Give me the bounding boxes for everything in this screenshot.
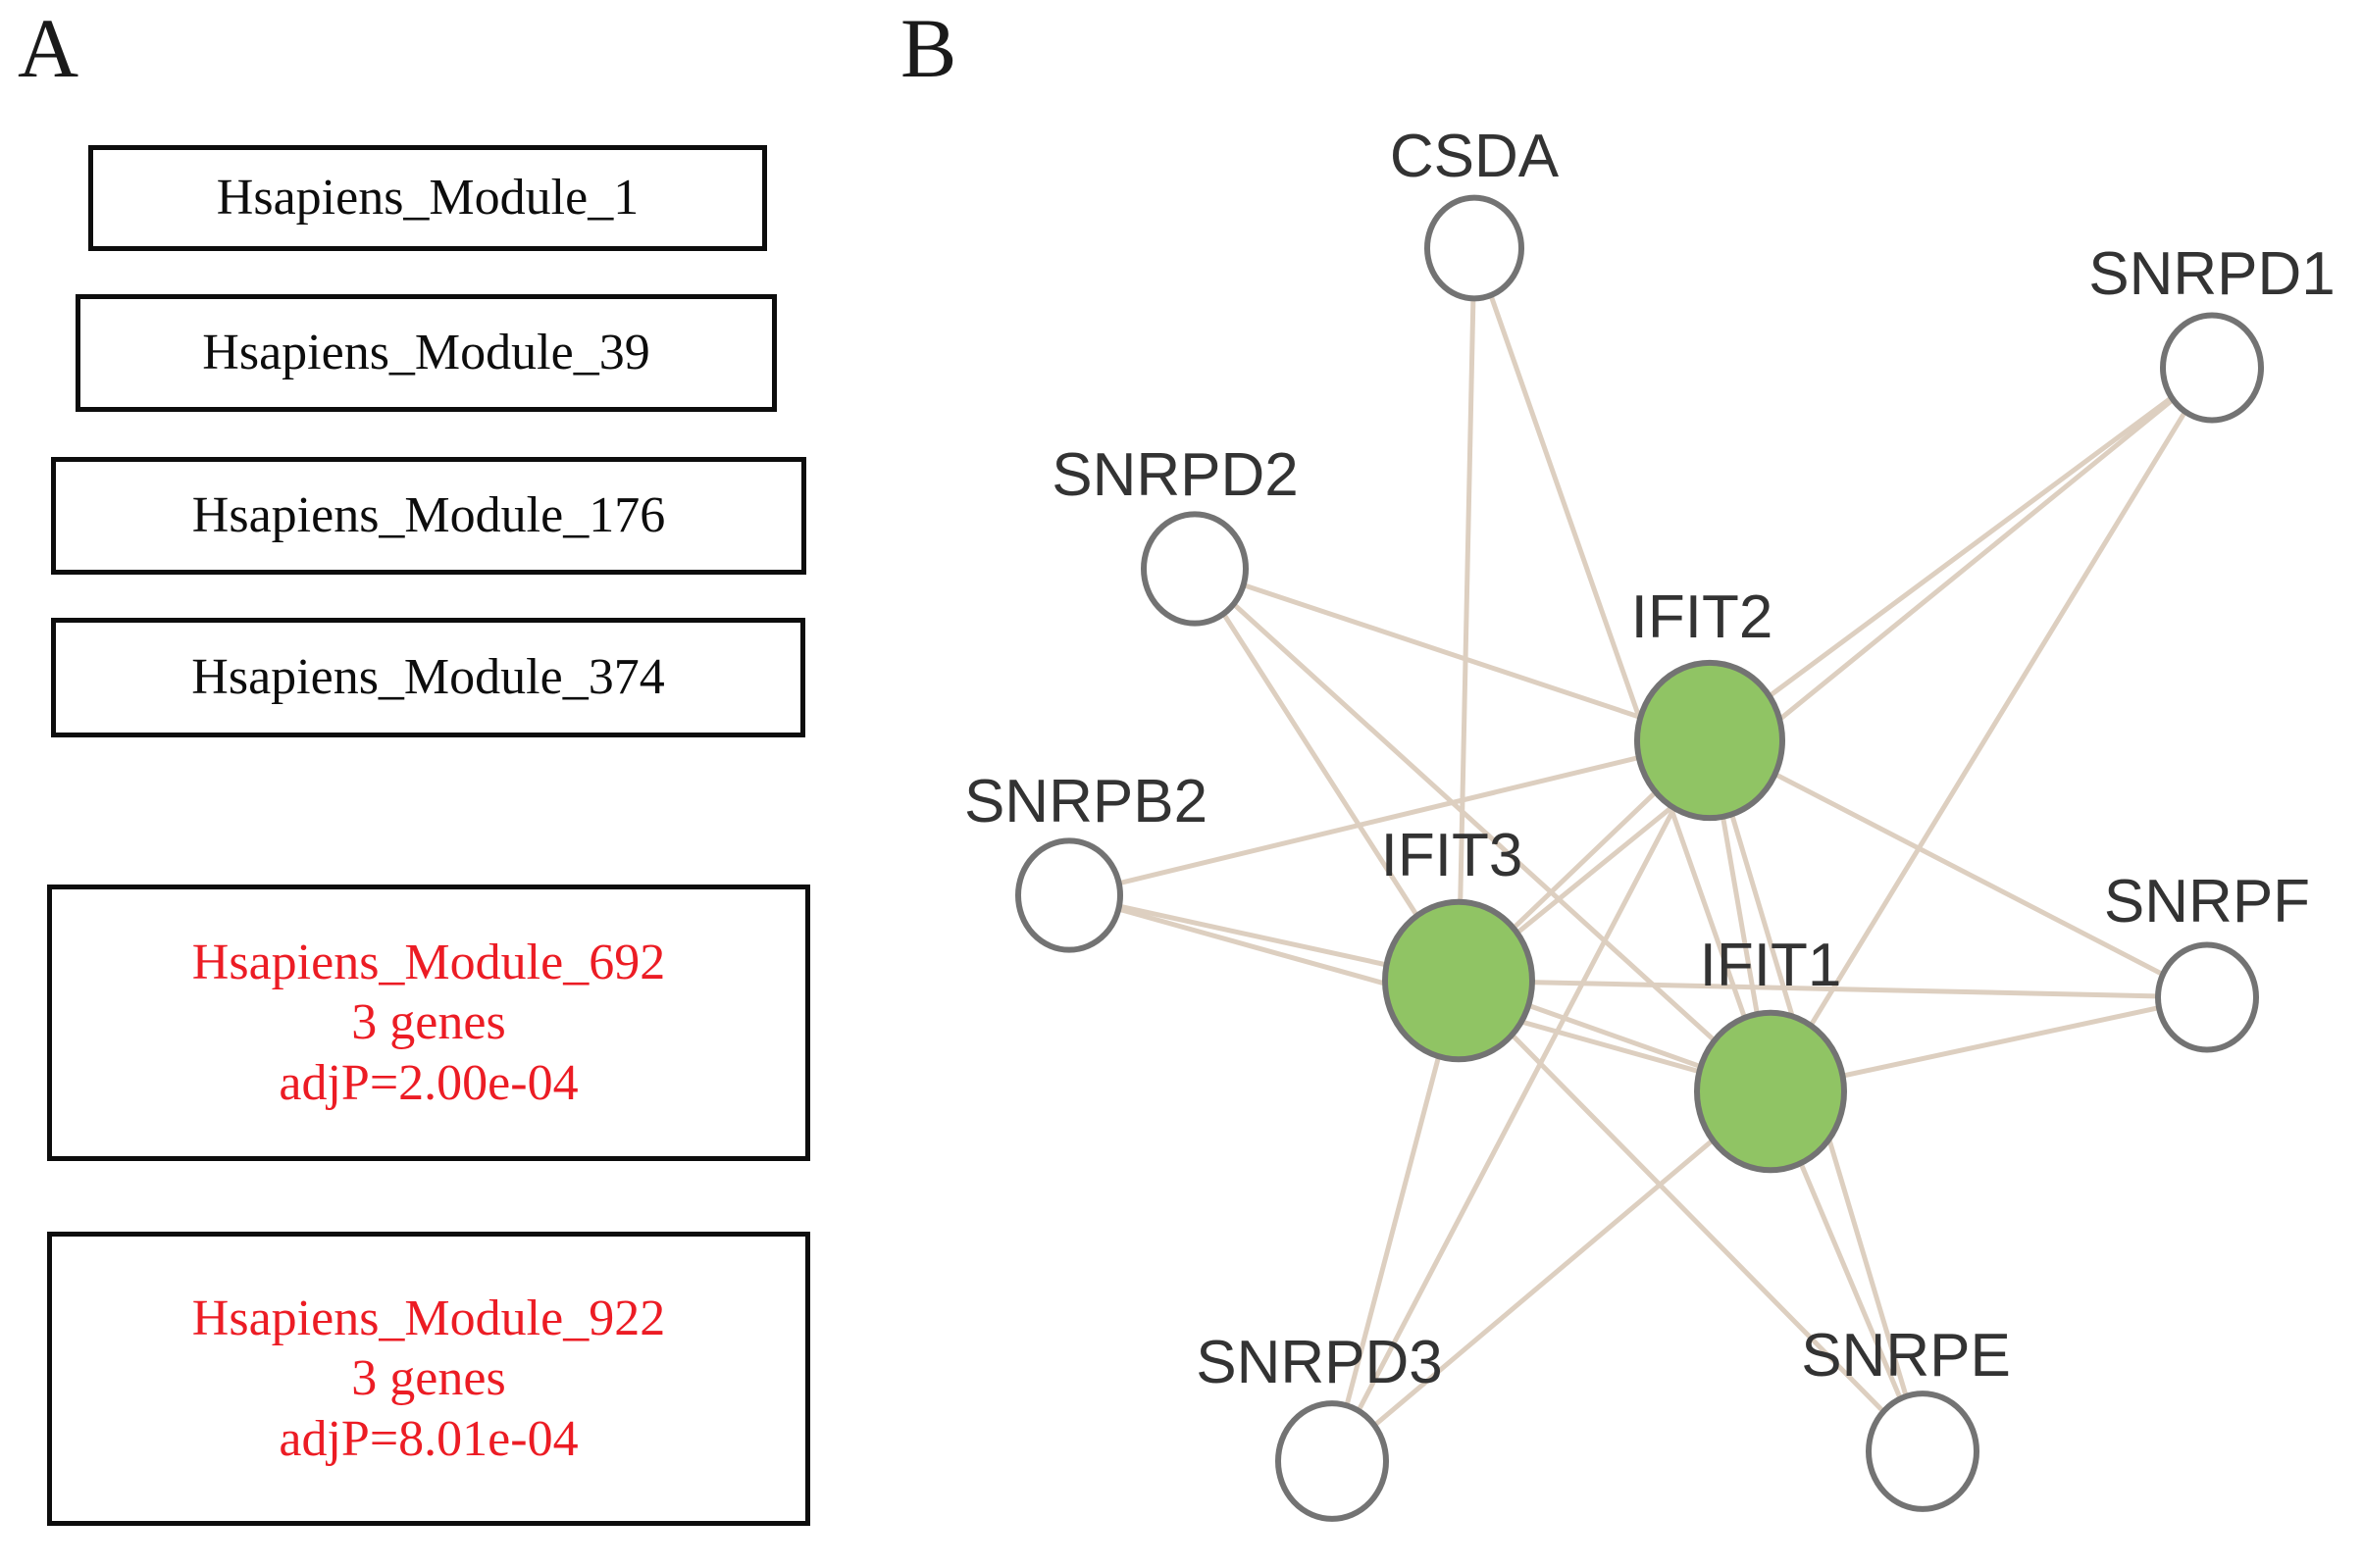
network-node-snrpe[interactable] bbox=[1866, 1391, 1979, 1512]
network-edge-snrpd1-ifit2 bbox=[1708, 365, 2214, 743]
module-box-hsapiens-module-692[interactable]: Hsapiens_Module_692 3 genes adjP=2.00e-0… bbox=[47, 885, 810, 1161]
module-adjusted-pvalue: adjP=8.01e-04 bbox=[279, 1410, 579, 1467]
network-node-ifit1[interactable] bbox=[1694, 1009, 1847, 1174]
module-box-hsapiens-module-374[interactable]: Hsapiens_Module_374 bbox=[51, 618, 805, 737]
network-edge-snrpd2-ifit2 bbox=[1194, 566, 1711, 743]
module-box-hsapiens-module-39[interactable]: Hsapiens_Module_39 bbox=[76, 294, 777, 412]
module-gene-count: 3 genes bbox=[351, 994, 506, 1051]
network-node-label-csda: CSDA bbox=[1390, 123, 1560, 190]
network-node-label-snrpf: SNRPF bbox=[2104, 868, 2310, 936]
module-name: Hsapiens_Module_692 bbox=[191, 934, 666, 990]
module-name: Hsapiens_Module_374 bbox=[191, 649, 665, 706]
panel-a-label: A bbox=[18, 1, 79, 95]
network-node-label-snrpb2: SNRPB2 bbox=[964, 768, 1207, 835]
module-name: Hsapiens_Module_1 bbox=[216, 170, 640, 227]
network-edge-snrpd2-ifit1 bbox=[1193, 567, 1772, 1093]
panel-b-label: B bbox=[900, 1, 957, 95]
network-edge-snrpe-ifit3 bbox=[1457, 979, 1925, 1453]
network-node-layer bbox=[1015, 194, 2264, 1522]
network-node-label-snrpd1: SNRPD1 bbox=[2088, 240, 2336, 308]
module-adjusted-pvalue: adjP=2.00e-04 bbox=[279, 1054, 579, 1111]
network-edge-snrpd3-ifit2 bbox=[1329, 738, 1713, 1463]
module-name: Hsapiens_Module_922 bbox=[191, 1290, 666, 1346]
network-edge-snrpd1-ifit3 bbox=[1457, 366, 2214, 983]
network-node-label-snrpe: SNRPE bbox=[1801, 1322, 2011, 1390]
network-node-ifit2[interactable] bbox=[1634, 659, 1785, 822]
module-name: Hsapiens_Module_176 bbox=[191, 487, 666, 544]
module-box-hsapiens-module-922[interactable]: Hsapiens_Module_922 3 genes adjP=8.01e-0… bbox=[47, 1232, 810, 1526]
panel-a: A Hsapiens_Module_1 Hsapiens_Module_39 H… bbox=[0, 0, 863, 1568]
network-node-ifit3[interactable] bbox=[1382, 898, 1535, 1063]
network-edge-csda-ifit1 bbox=[1471, 247, 1773, 1092]
network-edge-snrpd2-ifit3 bbox=[1192, 567, 1462, 983]
network-node-snrpd1[interactable] bbox=[2160, 312, 2264, 424]
network-edge-snrpd3-ifit1 bbox=[1330, 1089, 1772, 1463]
network-node-snrpb2[interactable] bbox=[1015, 837, 1123, 953]
network-node-label-ifit1: IFIT1 bbox=[1700, 932, 1842, 999]
network-node-snrpf[interactable] bbox=[2155, 941, 2259, 1053]
network-node-snrpd3[interactable] bbox=[1275, 1400, 1389, 1522]
network-node-label-snrpd3: SNRPD3 bbox=[1196, 1329, 1443, 1396]
network-node-label-ifit3: IFIT3 bbox=[1381, 822, 1523, 889]
module-gene-count: 3 genes bbox=[351, 1350, 506, 1407]
network-edge-csda-ifit3 bbox=[1456, 247, 1477, 982]
network-edge-snrpd1-ifit1 bbox=[1768, 366, 2215, 1093]
network-edge-snrpd3-ifit3 bbox=[1329, 980, 1462, 1462]
network-edge-snrpf-ifit2 bbox=[1708, 737, 2209, 1000]
network-edge-snrpb2-ifit2 bbox=[1068, 737, 1711, 898]
network-edge-layer bbox=[1068, 247, 2215, 1463]
network-node-csda[interactable] bbox=[1424, 194, 1524, 302]
network-node-label-ifit2: IFIT2 bbox=[1631, 583, 1773, 651]
module-box-hsapiens-module-176[interactable]: Hsapiens_Module_176 bbox=[51, 457, 806, 575]
network-node-snrpd2[interactable] bbox=[1141, 511, 1249, 627]
network-node-label-snrpd2: SNRPD2 bbox=[1052, 441, 1299, 509]
module-name: Hsapiens_Module_39 bbox=[202, 325, 650, 381]
module-box-hsapiens-module-1[interactable]: Hsapiens_Module_1 bbox=[88, 145, 767, 251]
